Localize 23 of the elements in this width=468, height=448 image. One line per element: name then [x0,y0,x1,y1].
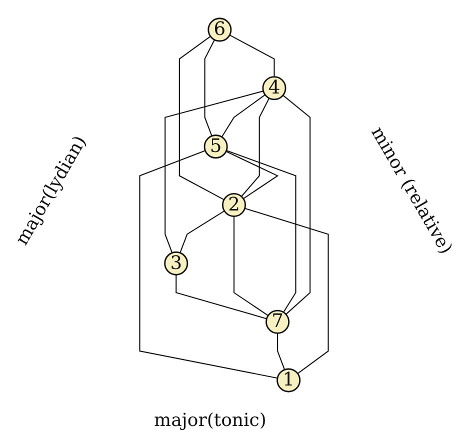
node-circle: 4 [262,76,286,100]
side-label: major(tonic) [154,410,266,431]
connector [164,90,264,254]
connector [221,94,266,138]
connector [204,40,216,136]
node-circle: 3 [164,251,188,276]
connector [178,36,224,200]
connector [277,333,286,370]
connector [176,274,267,320]
node-circle: 6 [208,18,232,42]
connector [244,208,329,374]
node-circle: 5 [204,134,228,159]
connector [139,150,278,379]
connector [241,98,270,197]
connector [180,210,225,254]
node-circle: 2 [222,192,246,218]
connector [233,216,268,316]
connector [226,150,279,200]
node-circle: 1 [276,368,301,392]
connector [229,34,275,77]
connector [282,94,311,315]
node-circle: 7 [266,310,290,334]
connector [226,150,296,313]
